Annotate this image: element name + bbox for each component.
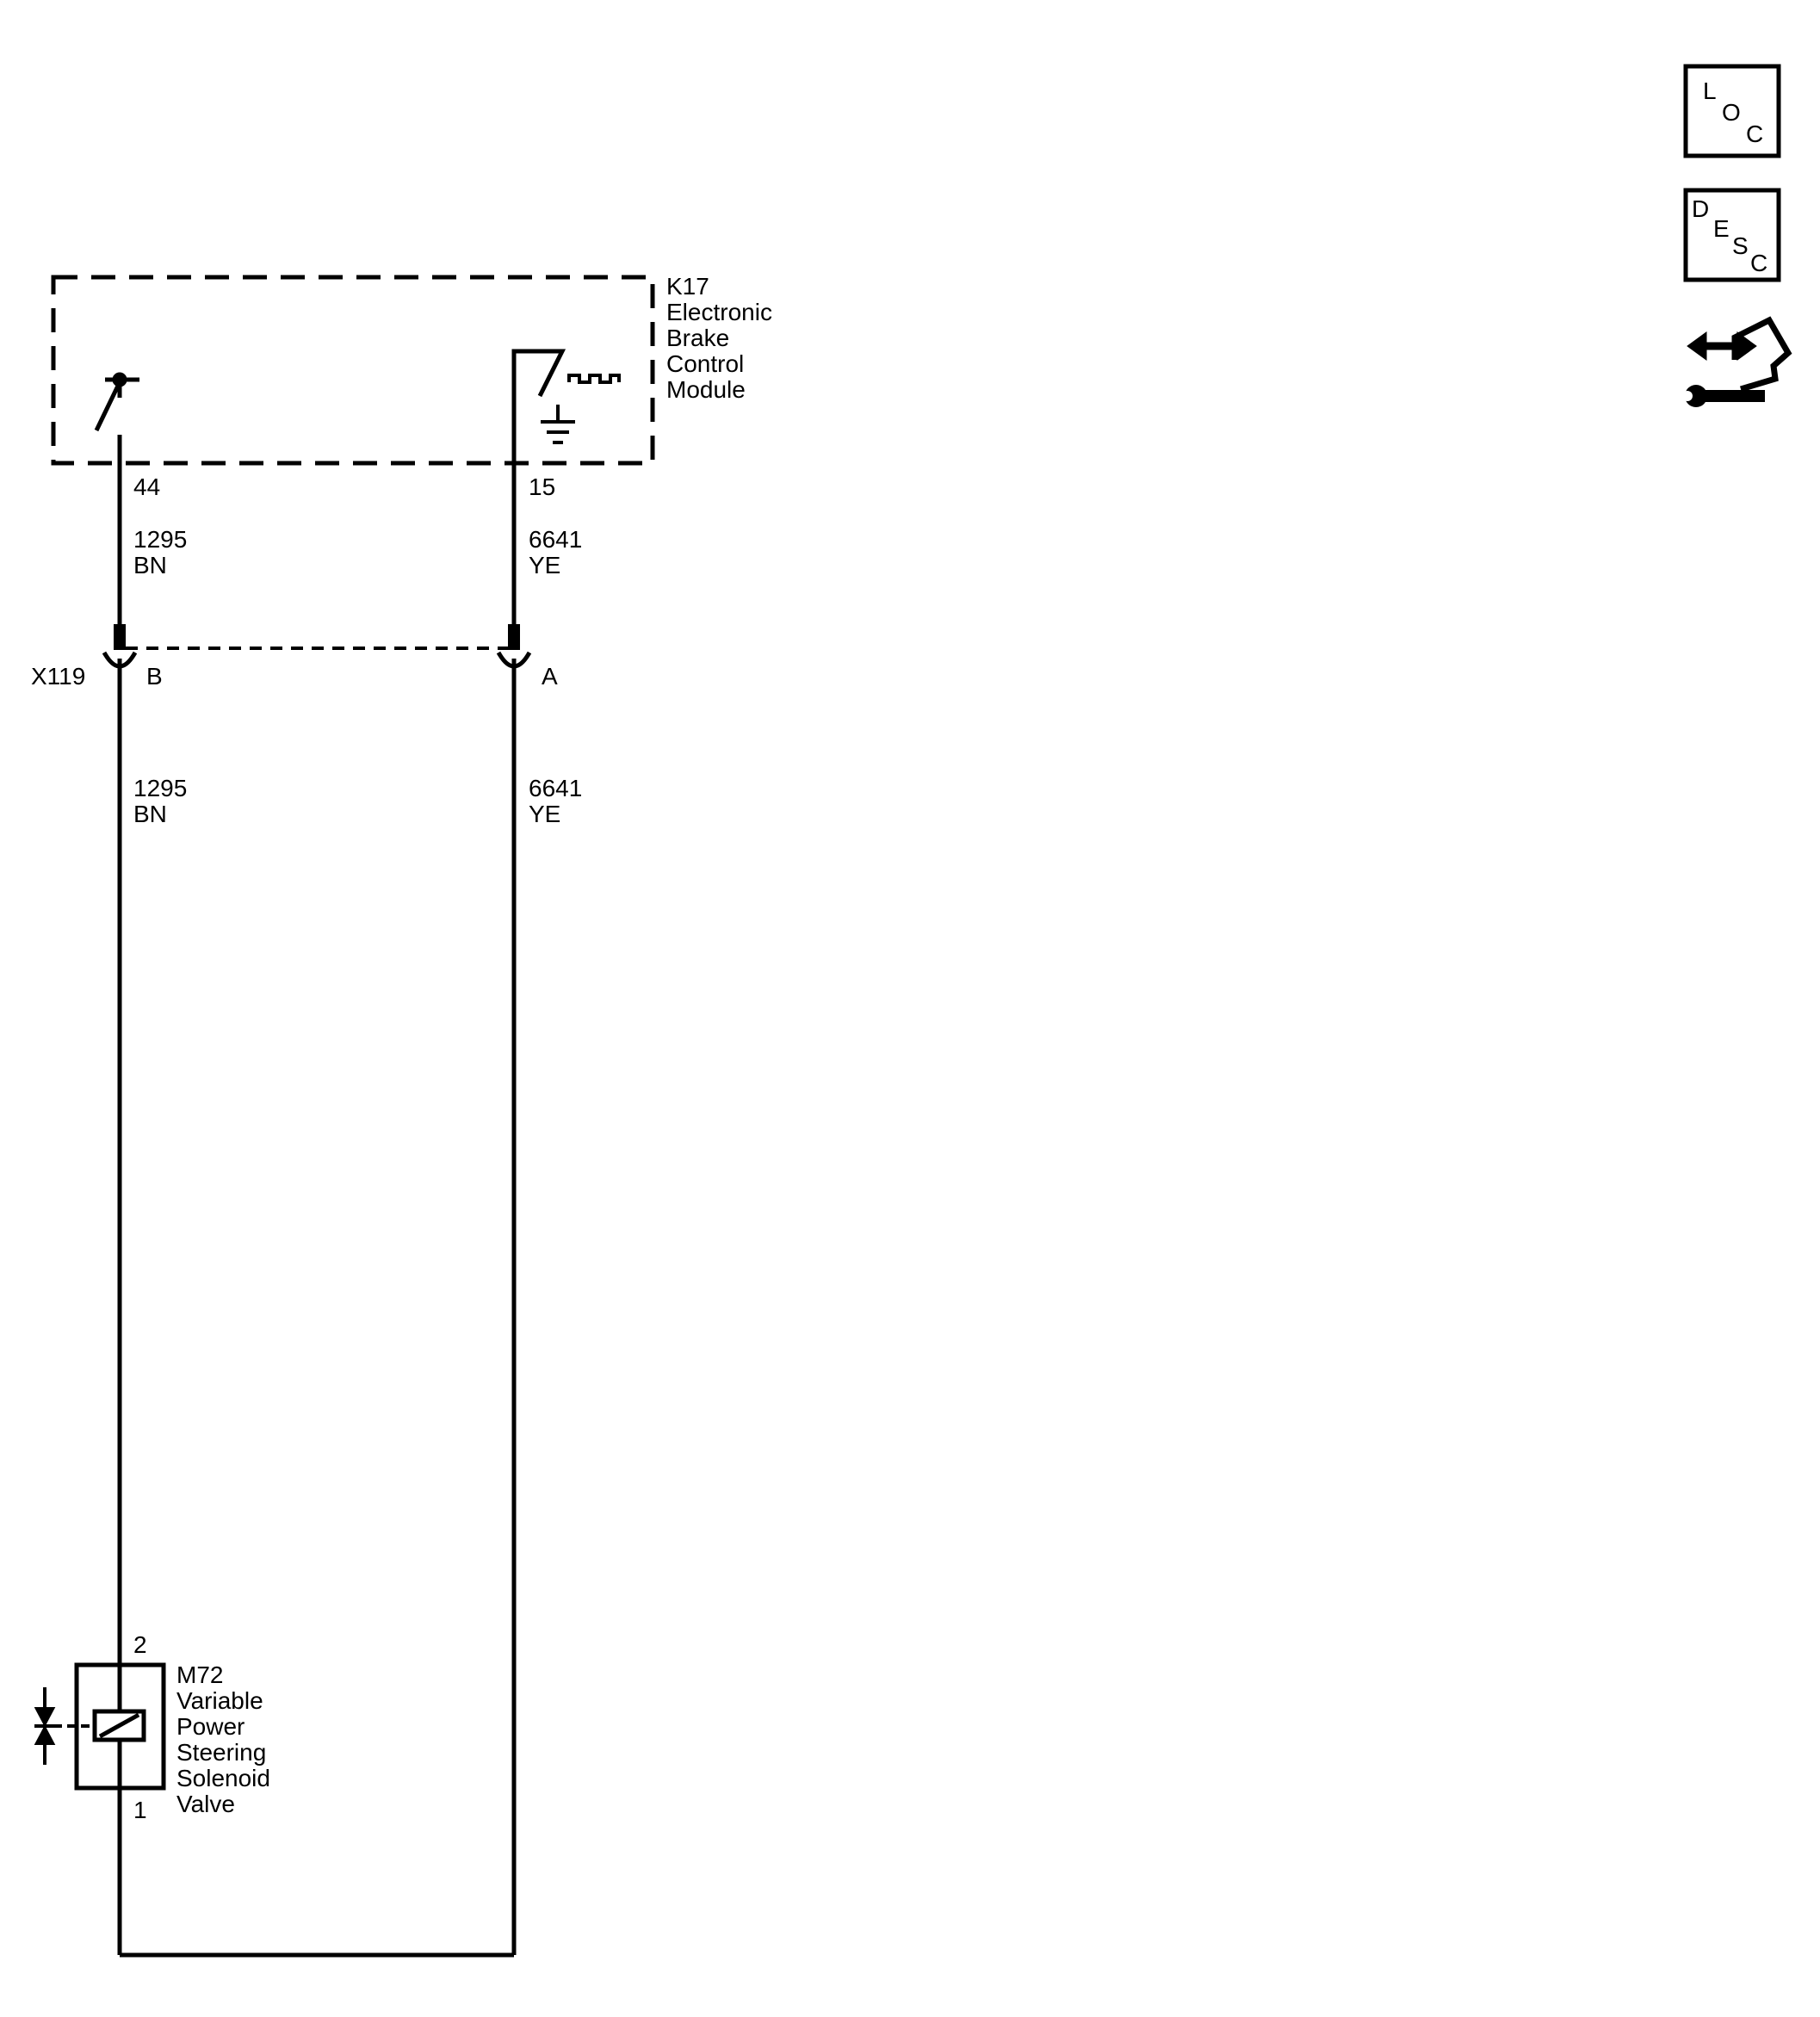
module-enclosure xyxy=(51,275,655,466)
wire-right xyxy=(120,463,517,1958)
module-name-line-4: Module xyxy=(666,376,746,403)
connector-pin-left: B xyxy=(146,663,163,690)
wire-left-lower-color: BN xyxy=(133,801,167,827)
arrow-wrench-icon[interactable] xyxy=(1682,316,1792,407)
component-pin-top: 2 xyxy=(133,1631,147,1658)
module-pin-right: 15 xyxy=(529,473,555,500)
wire-right-lower-color: YE xyxy=(529,801,560,827)
pulse-switch-symbol xyxy=(511,349,621,463)
connector-x119 xyxy=(102,624,532,669)
svg-text:E: E xyxy=(1713,215,1730,242)
wire-right-upper-color: YE xyxy=(529,552,560,578)
wire-left-upper-color: BN xyxy=(133,552,167,578)
svg-text:C: C xyxy=(1750,250,1767,276)
wire-left-upper-circuit: 1295 xyxy=(133,526,187,553)
connector-ref: X119 xyxy=(31,663,85,690)
svg-text:O: O xyxy=(1722,99,1741,126)
svg-text:L: L xyxy=(1703,77,1717,104)
component-name-line-4: Solenoid xyxy=(176,1765,270,1791)
svg-text:S: S xyxy=(1732,232,1749,259)
component-name-line-3: Steering xyxy=(176,1739,266,1766)
solenoid-valve-symbol xyxy=(53,1662,166,1791)
ground-icon xyxy=(541,405,575,444)
svg-text:D: D xyxy=(1692,195,1709,222)
wire-right-lower-circuit: 6641 xyxy=(529,775,582,801)
module-pin-left: 44 xyxy=(133,473,160,500)
component-name-line-1: Variable xyxy=(176,1687,263,1714)
component-pin-bottom: 1 xyxy=(133,1797,147,1823)
connector-pin-right: A xyxy=(542,663,558,690)
module-name-line-2: Brake xyxy=(666,325,729,351)
svg-text:C: C xyxy=(1746,121,1763,147)
module-name-line-3: Control xyxy=(666,350,744,377)
component-ref: M72 xyxy=(176,1661,223,1688)
component-name-line-2: Power xyxy=(176,1713,245,1740)
loc-icon[interactable]: L O C xyxy=(1683,64,1781,158)
adjust-arrows-icon xyxy=(34,1687,56,1765)
desc-icon[interactable]: D E S C xyxy=(1683,188,1781,282)
wire-right-upper-circuit: 6641 xyxy=(529,526,582,553)
module-name-line-1: Electronic xyxy=(666,299,772,325)
switch-symbol xyxy=(94,372,139,432)
module-ref: K17 xyxy=(666,273,709,300)
component-name-line-5: Valve xyxy=(176,1791,235,1817)
wire-left-lower-circuit: 1295 xyxy=(133,775,187,801)
